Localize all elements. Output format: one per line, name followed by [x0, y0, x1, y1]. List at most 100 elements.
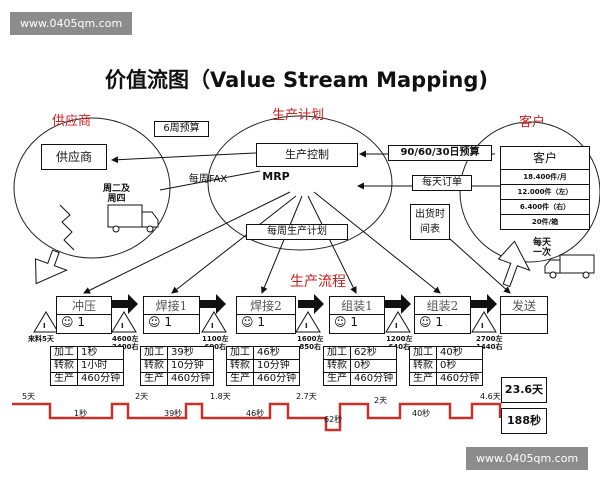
daily-once-label: 每天 一次: [533, 238, 551, 258]
data-value: 1秒: [76, 346, 125, 360]
data-key: 加工: [226, 346, 254, 360]
operator-count: ☺ 1: [334, 315, 358, 329]
data-value: 39秒: [166, 346, 215, 360]
customer-requirements-table: 18.400件/月 12.000件（左） 6.400件（右） 20件/箱: [500, 169, 590, 230]
daily-order-box: 每天订单: [412, 175, 472, 191]
inventory-triangle: [33, 311, 59, 333]
operator-count-value: 1: [435, 315, 443, 329]
customer-req: 12.000件（左）: [500, 184, 590, 200]
lead-time-label: 5天: [22, 392, 36, 401]
total-process-time: 188秒: [501, 408, 547, 434]
data-key: 生产: [323, 372, 351, 386]
inventory-triangle: [295, 311, 321, 333]
supplier-section-label: 供应商: [52, 114, 92, 129]
data-value: 46秒: [252, 346, 301, 360]
data-key: 转款: [140, 359, 168, 373]
data-value: 460分钟: [252, 372, 301, 386]
timeline-line: [12, 402, 502, 432]
plan-circle: [207, 115, 393, 251]
production-plan-label: 生产计划: [272, 108, 325, 123]
operator-icon: ☺: [334, 315, 347, 329]
tue-thu-label: 周二及 周四: [103, 184, 130, 204]
lead-time-label: 2天: [374, 396, 388, 405]
inventory-triangle: [111, 311, 137, 333]
inventory-label: 1100左 600右: [202, 335, 228, 351]
operator-count-value: 1: [77, 315, 85, 329]
customer-box: 客户: [500, 146, 590, 170]
inventory-line2: 1440右: [476, 343, 503, 351]
customer-circle: [459, 121, 600, 263]
inventory-line1: 来料5天: [28, 335, 54, 343]
inventory-mark: I: [211, 322, 214, 330]
page-title: 价值流图（Value Stream Mapping): [105, 68, 489, 92]
process-time-label: 62秒: [324, 415, 343, 424]
data-key: 转款: [50, 359, 78, 373]
inventory-line2: 2400右: [112, 343, 139, 351]
inventory-label: 1200左 640右: [386, 335, 412, 351]
inventory-line1: 1600左: [297, 335, 324, 343]
lead-time-label: 2天: [135, 392, 149, 401]
inventory-line2: 850右: [299, 343, 322, 351]
data-value: 10分钟: [166, 359, 215, 373]
daily-once-line1: 每天: [533, 238, 552, 248]
data-key: 加工: [323, 346, 351, 360]
operator-icon: ☺: [241, 315, 254, 329]
data-value: 1小时: [76, 359, 125, 373]
data-key: 转款: [409, 359, 437, 373]
inventory-line1: 1100左: [202, 335, 229, 343]
inventory-label: 来料5天: [28, 335, 54, 343]
inventory-mark: I: [395, 322, 398, 330]
process-name: 组装2: [415, 298, 470, 315]
inventory-line1: 4600左: [112, 335, 139, 343]
data-key: 转款: [226, 359, 254, 373]
total-lead-time: 23.6天: [501, 377, 547, 403]
mrp-box: MRP: [262, 170, 290, 183]
customer-req: 18.400件/月: [500, 169, 590, 185]
data-value: 460分钟: [76, 372, 125, 386]
inventory-line1: 1200左: [386, 335, 413, 343]
inventory-mark: I: [305, 322, 308, 330]
inventory-mark: I: [121, 322, 124, 330]
tue-thu-line2: 周四: [107, 194, 126, 204]
operator-icon: ☺: [419, 315, 432, 329]
watermark-bottom: www.0405qm.com: [466, 447, 589, 470]
operator-count-value: 1: [350, 315, 358, 329]
weekly-fax-label: 每周FAX: [188, 174, 228, 185]
customer-req: 6.400件（右）: [500, 199, 590, 215]
data-value: 0秒: [349, 359, 398, 373]
data-key: 生产: [409, 372, 437, 386]
six-week-forecast-box: 6周预算: [154, 121, 209, 137]
operator-icon: ☺: [148, 315, 161, 329]
production-control-box: 生产控制: [256, 143, 358, 167]
data-value: 460分钟: [435, 372, 484, 386]
data-key: 生产: [50, 372, 78, 386]
process-box-assembly2: 组装2 ☺ 1: [414, 296, 471, 334]
supplier-circle: [13, 117, 171, 259]
data-key: 加工: [50, 346, 78, 360]
shipping-schedule-line1: 出货时: [415, 209, 445, 220]
lead-time-label: 4.6天: [480, 392, 501, 401]
operator-count: ☺ 1: [241, 315, 265, 329]
data-value: 62秒: [349, 346, 398, 360]
data-key: 转款: [323, 359, 351, 373]
truck-icon-customer: [544, 254, 595, 279]
inventory-triangle: [471, 311, 497, 333]
truck-icon-supplier: [107, 204, 159, 233]
inventory-triangle: [385, 311, 411, 333]
shipping-schedule-line2: 间表: [420, 224, 440, 235]
inventory-label: 2700左 1440右: [476, 335, 502, 351]
process-box-welding2: 焊接2 ☺ 1: [236, 296, 296, 334]
process-box-welding1: 焊接1 ☺ 1: [143, 296, 200, 334]
inventory-line2: 600右: [204, 343, 227, 351]
inventory-mark: I: [481, 322, 484, 330]
operator-count: ☺ 1: [61, 315, 85, 329]
process-time-label: 1秒: [74, 409, 88, 418]
operator-count: ☺ 1: [419, 315, 443, 329]
process-time-label: 46秒: [246, 409, 265, 418]
data-key: 生产: [226, 372, 254, 386]
data-key: 加工: [140, 346, 168, 360]
